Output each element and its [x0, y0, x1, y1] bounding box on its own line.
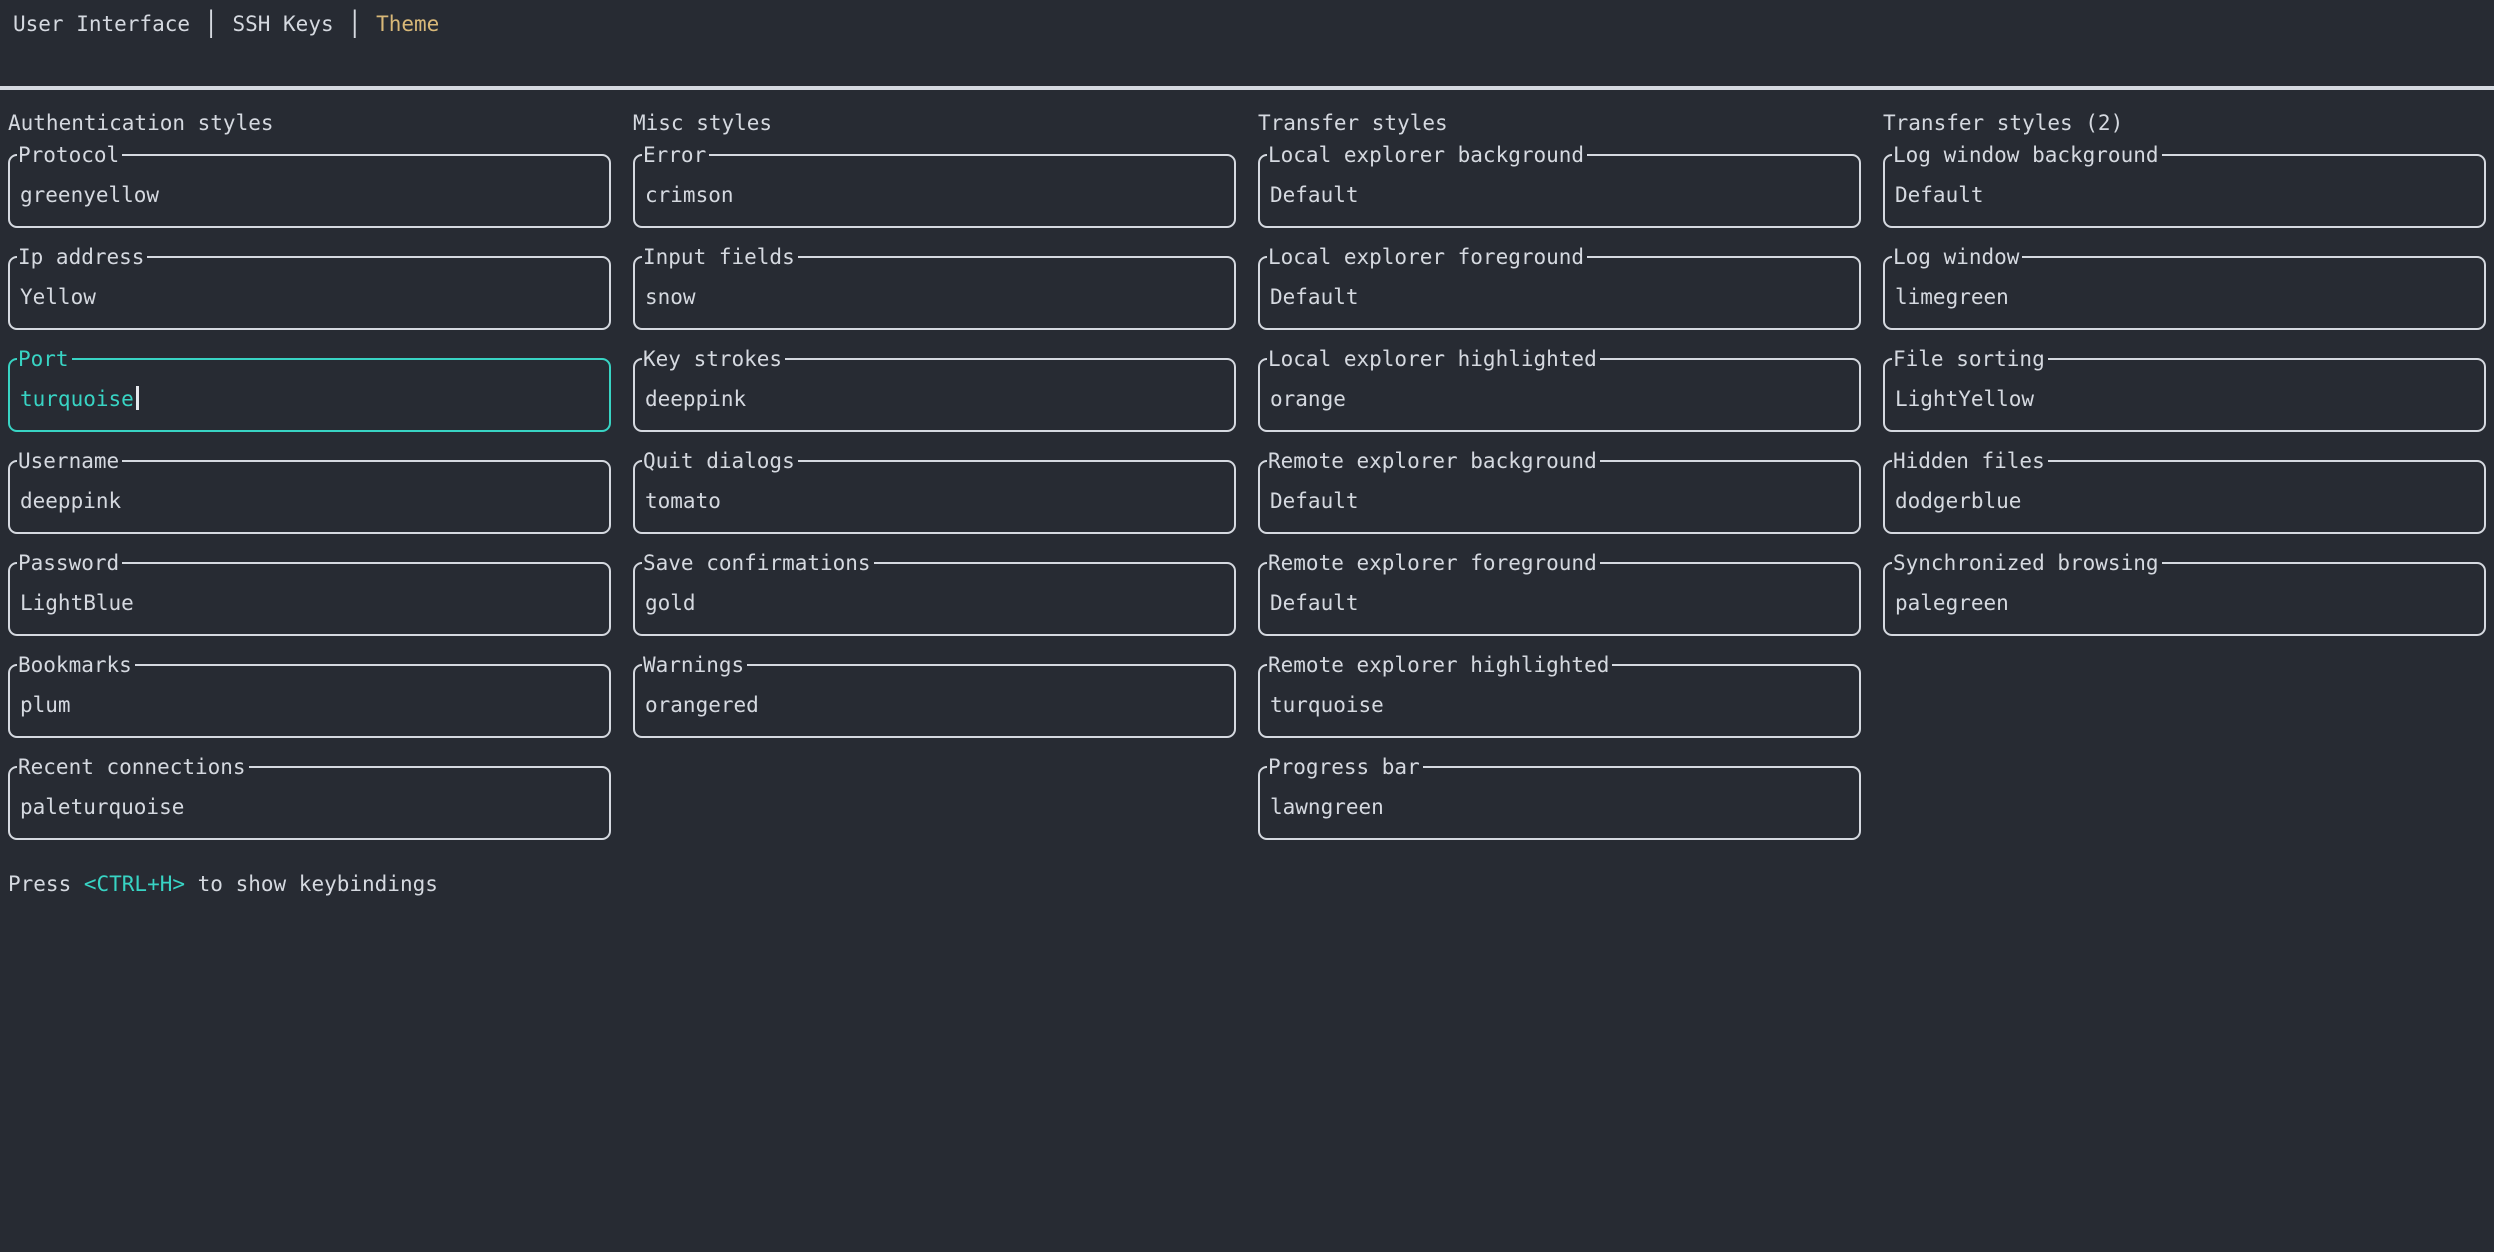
field-value: limegreen: [1895, 285, 2009, 309]
field-synchronized-browsing[interactable]: Synchronized browsing palegreen: [1883, 550, 2486, 636]
field-label: Recent connections: [17, 754, 249, 780]
field-remote-explorer-highlighted[interactable]: Remote explorer highlighted turquoise: [1258, 652, 1861, 738]
column-transfer-styles-2: Transfer styles (2) Log window backgroun…: [1883, 110, 2486, 664]
column-authentication-styles: Authentication styles Protocol greenyell…: [8, 110, 611, 868]
field-value: paleturquoise: [20, 795, 185, 819]
field-label: Username: [17, 448, 123, 474]
field-warnings[interactable]: Warnings orangered: [633, 652, 1236, 738]
field-quit-dialogs[interactable]: Quit dialogs tomato: [633, 448, 1236, 534]
field-value: lawngreen: [1270, 795, 1384, 819]
column-misc-styles: Misc styles Error crimson Input fields s…: [633, 110, 1236, 766]
field-value: gold: [645, 591, 696, 615]
field-label: Port: [17, 346, 72, 372]
hint-suffix: to show keybindings: [185, 872, 438, 896]
column-title: Authentication styles: [8, 111, 274, 135]
field-label: Log window: [1892, 244, 2023, 270]
field-value: LightBlue: [20, 591, 134, 615]
text-cursor: [135, 386, 139, 410]
field-label: Bookmarks: [17, 652, 135, 678]
field-label: Quit dialogs: [642, 448, 798, 474]
field-log-window-background[interactable]: Log window background Default: [1883, 142, 2486, 228]
tab-ssh-keys[interactable]: SSH Keys: [232, 12, 334, 36]
column-title: Transfer styles (2): [1883, 111, 2124, 135]
field-label: Local explorer background: [1267, 142, 1588, 168]
field-value: LightYellow: [1895, 387, 2035, 411]
field-remote-explorer-background[interactable]: Remote explorer background Default: [1258, 448, 1861, 534]
field-label: Warnings: [642, 652, 748, 678]
field-log-window[interactable]: Log window limegreen: [1883, 244, 2486, 330]
field-value: tomato: [645, 489, 721, 513]
tab-separator: │: [204, 10, 219, 38]
field-recent-connections[interactable]: Recent connections paleturquoise: [8, 754, 611, 840]
field-error[interactable]: Error crimson: [633, 142, 1236, 228]
field-value: Default: [1270, 183, 1359, 207]
field-label: Error: [642, 142, 710, 168]
field-value: Default: [1270, 489, 1359, 513]
field-progress-bar[interactable]: Progress bar lawngreen: [1258, 754, 1861, 840]
field-label: Local explorer highlighted: [1267, 346, 1600, 372]
keybindings-hint: Press <CTRL+H> to show keybindings: [8, 872, 2494, 896]
field-username[interactable]: Username deeppink: [8, 448, 611, 534]
keybinding-key: <CTRL+H>: [83, 872, 186, 896]
field-label: Synchronized browsing: [1892, 550, 2162, 576]
field-value: deeppink: [20, 489, 122, 513]
field-remote-explorer-foreground[interactable]: Remote explorer foreground Default: [1258, 550, 1861, 636]
field-value: Default: [1895, 183, 1984, 207]
field-port[interactable]: Port turquoise: [8, 346, 611, 432]
field-value: dodgerblue: [1895, 489, 2022, 513]
field-file-sorting[interactable]: File sorting LightYellow: [1883, 346, 2486, 432]
field-label: Protocol: [17, 142, 123, 168]
field-label: Remote explorer background: [1267, 448, 1600, 474]
field-value: palegreen: [1895, 591, 2009, 615]
field-local-explorer-foreground[interactable]: Local explorer foreground Default: [1258, 244, 1861, 330]
field-value: turquoise: [1270, 693, 1384, 717]
field-label: Save confirmations: [642, 550, 874, 576]
field-value: Default: [1270, 285, 1359, 309]
field-label: Input fields: [642, 244, 798, 270]
field-input-fields[interactable]: Input fields snow: [633, 244, 1236, 330]
field-key-strokes[interactable]: Key strokes deeppink: [633, 346, 1236, 432]
field-label: Local explorer foreground: [1267, 244, 1588, 270]
field-label: Progress bar: [1267, 754, 1423, 780]
field-local-explorer-highlighted[interactable]: Local explorer highlighted orange: [1258, 346, 1861, 432]
field-value: orange: [1270, 387, 1346, 411]
field-value: plum: [20, 693, 71, 717]
field-label: Key strokes: [642, 346, 786, 372]
field-bookmarks[interactable]: Bookmarks plum: [8, 652, 611, 738]
tab-bar: User Interface │ SSH Keys │ Theme: [0, 0, 2494, 38]
field-value: turquoise: [10, 360, 609, 412]
field-value: Default: [1270, 591, 1359, 615]
field-save-confirmations[interactable]: Save confirmations gold: [633, 550, 1236, 636]
field-label: Log window background: [1892, 142, 2162, 168]
field-value: orangered: [645, 693, 759, 717]
field-value: crimson: [645, 183, 734, 207]
field-label: File sorting: [1892, 346, 2048, 372]
column-title: Misc styles: [633, 111, 773, 135]
field-value: greenyellow: [20, 183, 160, 207]
tabs-underline: [0, 86, 2494, 90]
field-value: Yellow: [20, 285, 96, 309]
tab-separator: │: [347, 10, 363, 38]
field-label: Remote explorer highlighted: [1267, 652, 1613, 678]
field-value: deeppink: [645, 387, 747, 411]
field-password[interactable]: Password LightBlue: [8, 550, 611, 636]
column-transfer-styles: Transfer styles Local explorer backgroun…: [1258, 110, 1861, 868]
field-label: Hidden files: [1892, 448, 2048, 474]
field-value: snow: [645, 285, 696, 309]
hint-prefix: Press: [8, 872, 84, 896]
field-hidden-files[interactable]: Hidden files dodgerblue: [1883, 448, 2486, 534]
field-label: Password: [17, 550, 123, 576]
column-title: Transfer styles: [1258, 111, 1448, 135]
field-local-explorer-background[interactable]: Local explorer background Default: [1258, 142, 1861, 228]
field-protocol[interactable]: Protocol greenyellow: [8, 142, 611, 228]
field-label: Remote explorer foreground: [1267, 550, 1600, 576]
theme-settings-panel: Authentication styles Protocol greenyell…: [0, 90, 2494, 868]
field-ip-address[interactable]: Ip address Yellow: [8, 244, 611, 330]
field-label: Ip address: [17, 244, 148, 270]
tab-user-interface[interactable]: User Interface: [13, 12, 191, 36]
tab-theme[interactable]: Theme: [376, 12, 440, 36]
